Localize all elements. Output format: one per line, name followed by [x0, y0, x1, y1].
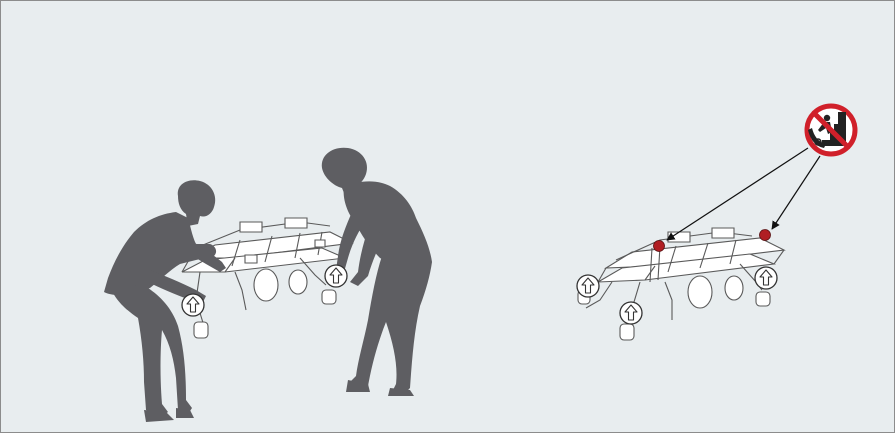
lift-up-arrow-icon [754, 266, 778, 290]
lift-up-arrow-icon [324, 264, 348, 288]
no-stair-chair-prohibition-icon [804, 103, 858, 157]
lift-up-arrow-icon [619, 301, 643, 325]
pointer-arrow [666, 147, 809, 241]
person-silhouette-right [321, 147, 432, 396]
person-silhouette-left [104, 180, 226, 422]
lift-up-arrow-icon [576, 274, 600, 298]
red-dot-marker [653, 240, 665, 252]
red-dot-marker [759, 229, 771, 241]
stair-chair-frame-right [578, 228, 784, 340]
pointer-arrow [771, 155, 821, 230]
stair-chair-frame-left [182, 218, 352, 338]
lift-up-arrow-icon [181, 293, 205, 317]
